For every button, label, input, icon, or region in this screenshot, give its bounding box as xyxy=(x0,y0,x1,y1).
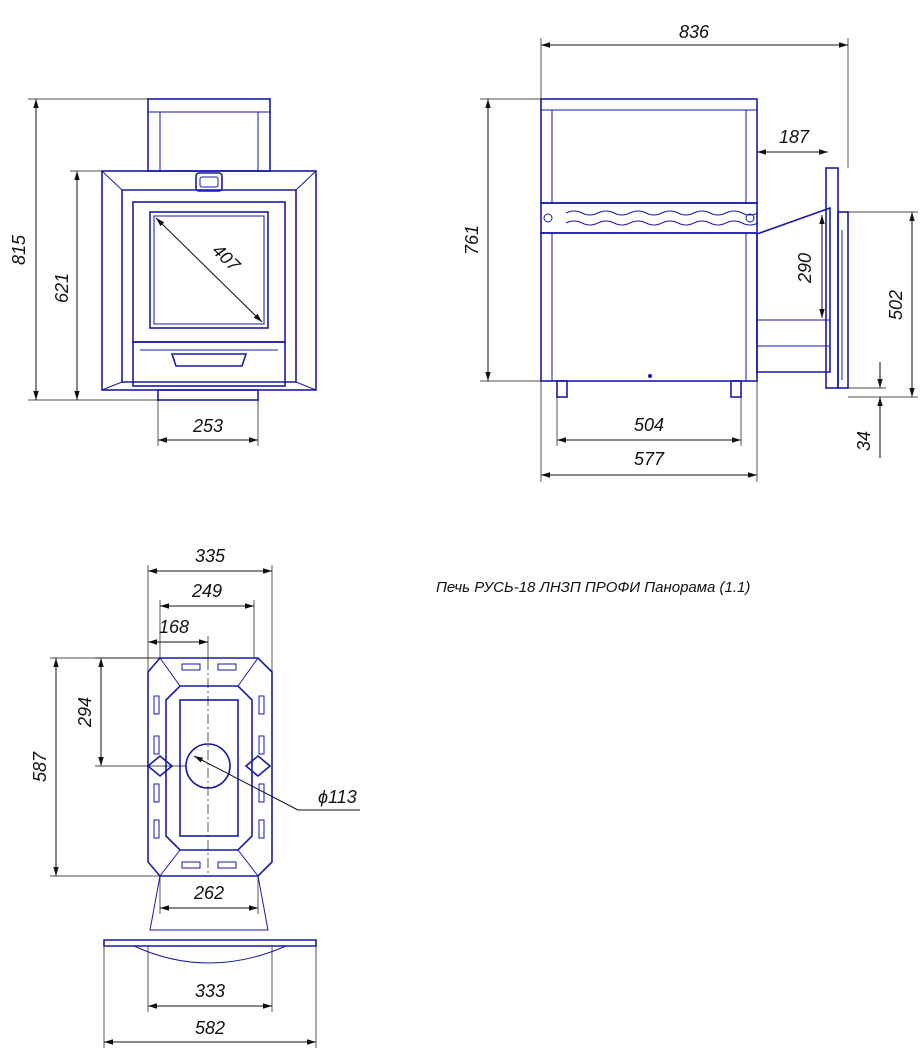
top-dim-582-label: 582 xyxy=(195,1018,225,1038)
top-dim-294-label: 294 xyxy=(75,697,95,728)
side-dim-502: 502 xyxy=(848,211,918,398)
front-dim-621-label: 621 xyxy=(52,273,72,303)
stone-perforations xyxy=(543,210,759,226)
side-dim-290: 290 xyxy=(795,215,825,318)
top-dim-249: 249 xyxy=(159,581,255,658)
side-dim-34-label: 34 xyxy=(854,431,874,451)
front-dim-253: 253 xyxy=(157,400,259,446)
top-dim-333-label: 333 xyxy=(195,981,225,1001)
top-dim-333: 333 xyxy=(147,946,273,1012)
front-dim-407-label: 407 xyxy=(208,240,244,276)
top-view: 335 249 168 294 587 xyxy=(30,546,360,1048)
front-dim-815: 815 xyxy=(9,98,158,401)
top-dim-587-label: 587 xyxy=(30,751,50,782)
side-dim-34: 34 xyxy=(848,362,886,458)
top-dim-262-label: 262 xyxy=(193,883,224,903)
top-dim-168-label: 168 xyxy=(159,617,189,637)
side-dim-187-label: 187 xyxy=(779,127,810,147)
front-dim-621: 621 xyxy=(52,170,102,400)
top-dim-168: 168 xyxy=(148,617,209,660)
side-dim-502-label: 502 xyxy=(886,290,906,320)
top-dim-113: ϕ113 xyxy=(193,755,360,811)
drawing-title: Печь РУСЬ-18 ЛНЗП ПРОФИ Панорама (1.1) xyxy=(436,579,750,596)
top-dim-249-label: 249 xyxy=(191,581,222,601)
front-view-outline xyxy=(101,98,317,401)
side-dim-836: 836 xyxy=(540,22,849,168)
side-dim-761-label: 761 xyxy=(462,225,482,255)
top-dim-335-label: 335 xyxy=(195,546,226,566)
front-dim-407: 407 xyxy=(155,217,263,323)
side-dim-504-label: 504 xyxy=(634,415,664,435)
top-dim-582: 582 xyxy=(103,946,317,1048)
top-dim-113-label: ϕ113 xyxy=(318,787,357,807)
top-dim-587: 587 xyxy=(30,657,160,877)
front-dim-815-label: 815 xyxy=(9,234,29,265)
side-dim-577: 577 xyxy=(540,381,758,482)
side-dim-577-label: 577 xyxy=(634,449,665,469)
top-dim-262: 262 xyxy=(159,876,259,914)
top-view-outline xyxy=(103,657,317,964)
top-dim-294: 294 xyxy=(75,657,186,767)
side-view: 836 187 761 290 502 xyxy=(462,22,918,482)
side-dim-836-label: 836 xyxy=(679,22,710,42)
front-dim-253-label: 253 xyxy=(192,416,223,436)
side-dim-187: 187 xyxy=(757,127,828,155)
top-dim-335: 335 xyxy=(147,546,273,672)
front-view: 815 621 407 253 xyxy=(9,98,317,446)
side-dim-290-label: 290 xyxy=(795,253,815,284)
side-dim-504: 504 xyxy=(556,397,742,446)
side-dim-761: 761 xyxy=(462,98,541,382)
